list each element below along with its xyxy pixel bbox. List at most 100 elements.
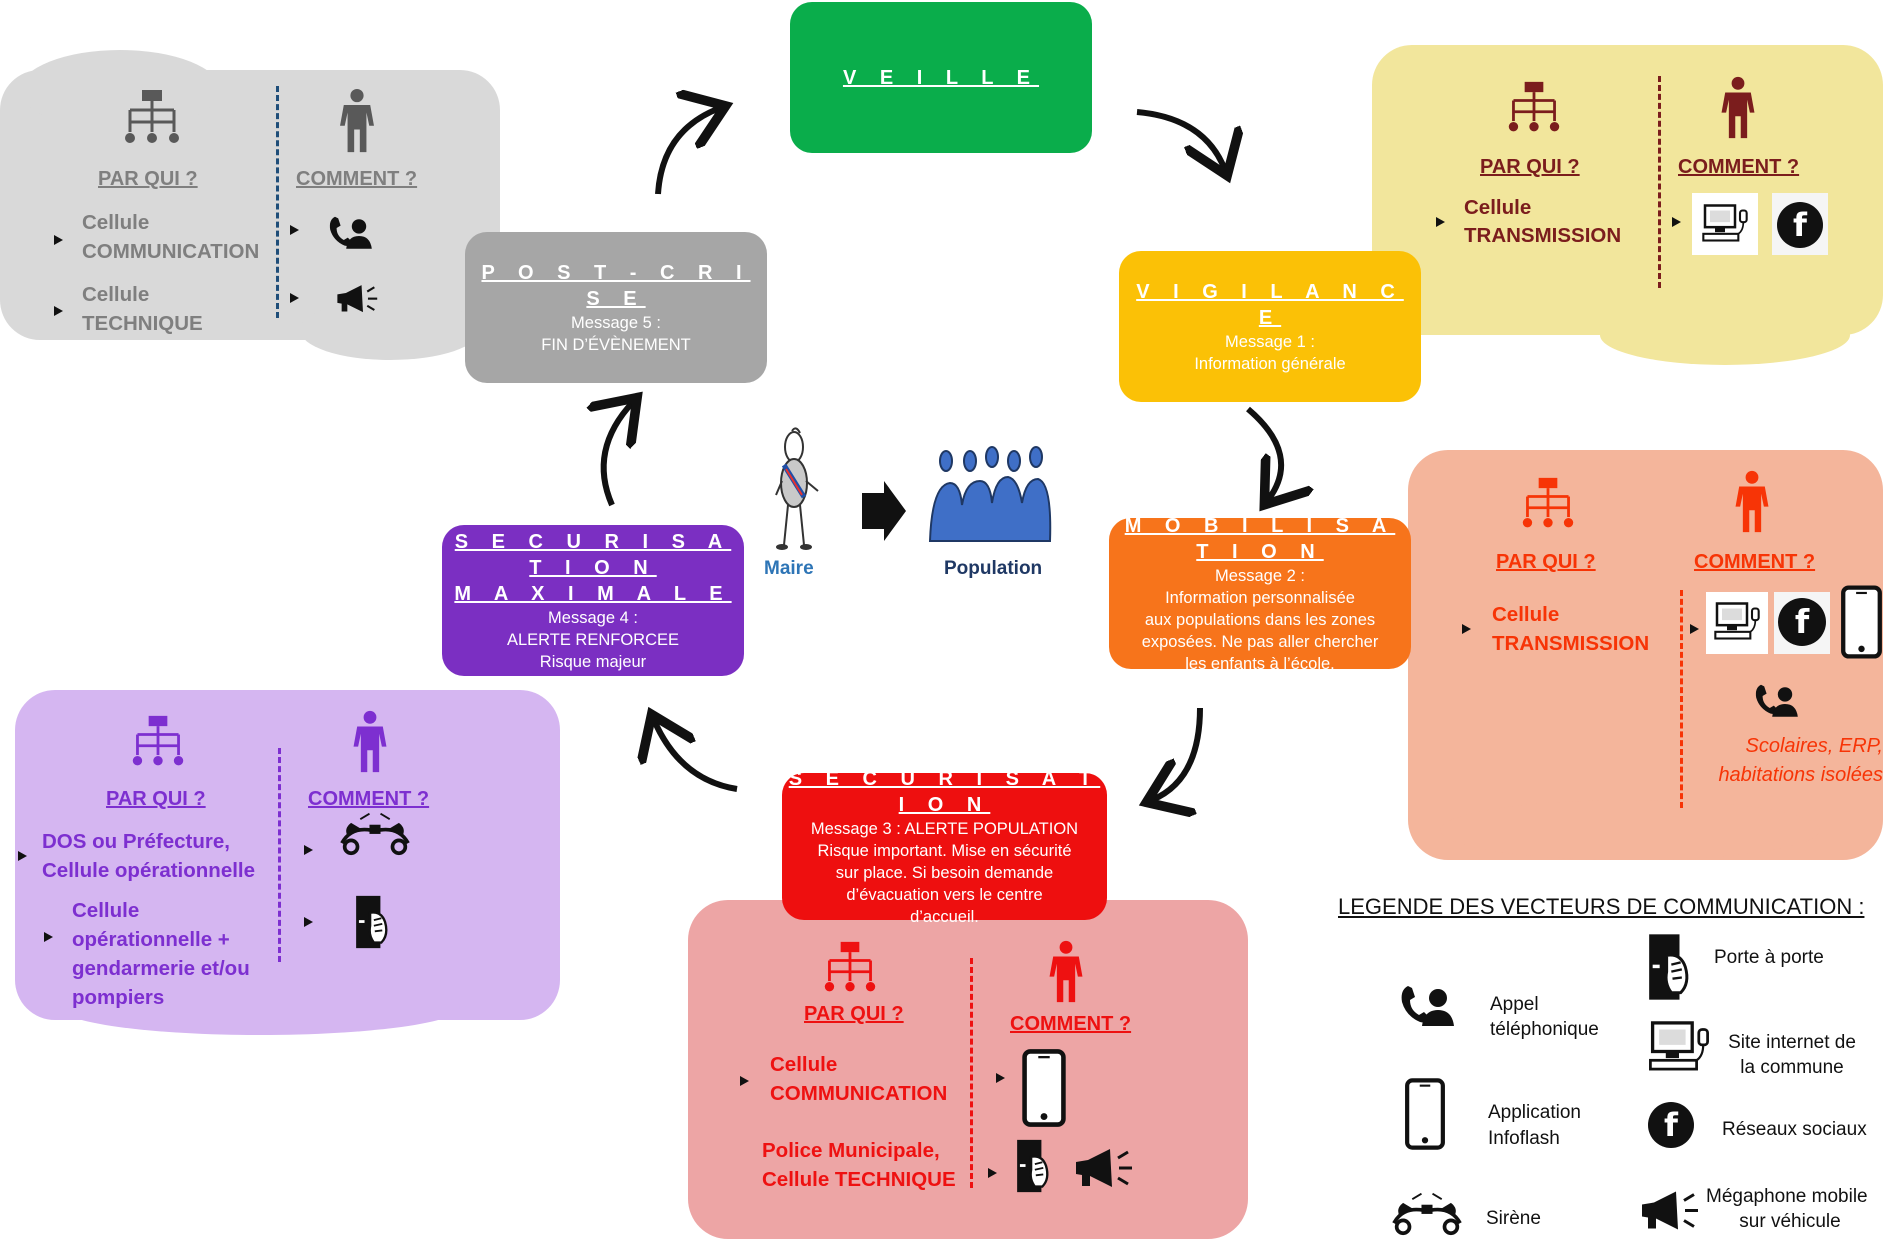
bullet-icon xyxy=(304,917,313,927)
org-chart-icon xyxy=(1506,80,1562,136)
phone-call-icon xyxy=(1752,680,1802,720)
stage-vigilance-title: V I G I L A N C E xyxy=(1136,280,1404,329)
bullet-icon xyxy=(54,306,63,316)
stage-veille-title: V E I L L E xyxy=(842,66,1040,89)
red-who-2-line: Cellule TECHNIQUE xyxy=(762,1168,956,1191)
stage-veille: V E I L L E xyxy=(790,2,1092,153)
purple-who-1-line: Cellule opérationnelle xyxy=(42,859,256,882)
orange-comment-heading: COMMENT ? xyxy=(1694,551,1816,573)
red-who-1-line: Cellule xyxy=(770,1053,838,1076)
bullet-icon xyxy=(18,851,27,861)
population-label: Population xyxy=(944,558,1043,579)
computer-icon-frame xyxy=(1692,193,1758,255)
stage-secmax-line: ALERTE RENFORCEE xyxy=(506,630,680,649)
legend-megaphone-line: Mégaphone mobile xyxy=(1706,1186,1868,1207)
stage-vigilance-line: Message 1 : xyxy=(1225,332,1315,351)
stage-postcrise-line: Message 5 : xyxy=(571,313,661,332)
purple-who-2-line: pompiers xyxy=(72,986,165,1009)
grey-who-1-line: COMMUNICATION xyxy=(82,240,260,263)
maire-figure-icon xyxy=(775,427,819,550)
mobile-phone-icon xyxy=(1404,1074,1446,1154)
yellow-who-1-line: Cellule xyxy=(1464,196,1532,219)
stage-secmax-title: M A X I M A L E xyxy=(454,582,732,605)
stage-secmax-line: Message 4 : xyxy=(548,608,638,627)
stage-securisation-line: Message 3 : ALERTE POPULATION xyxy=(810,819,1079,838)
facebook-icon: f xyxy=(1777,202,1823,248)
red-par-qui-heading: PAR QUI ? xyxy=(804,1003,904,1025)
red-divider xyxy=(970,958,973,1188)
legend-title: LEGENDE DES VECTEURS DE COMMUNICATION : xyxy=(1338,894,1865,919)
orange-who-1-line: Cellule xyxy=(1492,603,1560,626)
stage-securisation-line: sur place. Si besoin demande xyxy=(835,863,1054,882)
mobile-phone-icon xyxy=(1840,582,1883,662)
purple-comment-heading: COMMENT ? xyxy=(308,788,430,810)
orange-divider xyxy=(1680,590,1683,808)
purple-panel-edge xyxy=(60,980,460,1035)
bullet-icon xyxy=(1690,624,1699,634)
stage-mobilisation-title: M O B I L I S A T I O N xyxy=(1124,514,1396,563)
door-knock-icon xyxy=(352,894,392,950)
siren-icon xyxy=(1390,1190,1464,1236)
facebook-icon: f xyxy=(1648,1102,1694,1148)
door-knock-icon xyxy=(1644,932,1694,1002)
purple-who-2-line: opérationnelle + xyxy=(72,928,230,951)
computer-icon xyxy=(1712,600,1762,642)
facebook-icon: f xyxy=(1778,598,1826,646)
org-chart-icon xyxy=(1520,476,1576,532)
legend-porte-line: Porte à porte xyxy=(1714,947,1824,968)
purple-divider xyxy=(278,748,281,962)
yellow-comment-heading: COMMENT ? xyxy=(1678,156,1800,178)
siren-icon xyxy=(338,810,412,856)
person-icon xyxy=(336,88,378,154)
red-who-2-line: Police Municipale, xyxy=(762,1139,940,1162)
yellow-divider xyxy=(1658,76,1661,288)
orange-par-qui-heading: PAR QUI ? xyxy=(1496,551,1596,573)
orange-who-1-line: TRANSMISSION xyxy=(1492,632,1650,655)
org-chart-icon xyxy=(130,714,186,770)
red-panel-background xyxy=(688,900,1248,1239)
purple-panel-background xyxy=(15,690,560,1020)
legend-app-line: Infoflash xyxy=(1488,1128,1560,1149)
bullet-icon xyxy=(740,1076,749,1086)
bullet-icon xyxy=(54,235,63,245)
stage-securisation-line: Risque important. Mise en sécurité xyxy=(817,841,1072,860)
org-chart-icon xyxy=(822,940,878,996)
purple-who-2-line: gendarmerie et/ou xyxy=(72,957,250,980)
legend-megaphone-line: sur véhicule xyxy=(1739,1211,1841,1232)
arrow-vigilance-to-mobilisation xyxy=(1246,406,1281,500)
stage-securisation-line: d’évacuation vers le centre xyxy=(846,885,1043,904)
purple-par-qui-heading: PAR QUI ? xyxy=(106,788,206,810)
legend-appel-line: téléphonique xyxy=(1490,1019,1599,1040)
legend-appel-line: Appel xyxy=(1490,994,1539,1015)
stage-mobilisation-line: Information personnalisée xyxy=(1165,588,1355,607)
bullet-icon xyxy=(44,932,53,942)
mobile-phone-icon xyxy=(1020,1048,1068,1128)
maire-to-population-arrow xyxy=(862,481,906,541)
population-group-icon xyxy=(928,446,1052,542)
stage-securisation-line: d’accueil. xyxy=(910,907,979,926)
phone-call-icon xyxy=(326,212,376,252)
yellow-panel-background xyxy=(1372,45,1883,335)
legend-sirene-line: Sirène xyxy=(1486,1208,1541,1229)
megaphone-icon xyxy=(333,283,383,315)
purple-who-1-line: DOS ou Préfecture, xyxy=(42,830,230,853)
grey-panel-edge xyxy=(20,50,220,130)
stage-mobilisation-line: Message 2 : xyxy=(1215,566,1305,585)
stage-postcrise-line: FIN D’ÉVÈNEMENT xyxy=(541,335,691,354)
red-who-1-line: COMMUNICATION xyxy=(770,1082,948,1105)
legend-social-line: Réseaux sociaux xyxy=(1722,1119,1867,1140)
door-knock-icon xyxy=(1012,1138,1054,1194)
legend-site-line: la commune xyxy=(1740,1057,1844,1078)
bullet-icon xyxy=(304,845,313,855)
grey-panel-edge xyxy=(300,300,480,360)
orange-panel-edge xyxy=(1440,800,1820,860)
stage-securisation-title: S E C U R I S A T I O N xyxy=(788,767,1101,816)
grey-divider xyxy=(276,86,279,318)
stage-securisation: S E C U R I S A T I O N Message 3 : ALER… xyxy=(782,768,1107,926)
grey-comment-heading: COMMENT ? xyxy=(296,168,418,190)
orange-note-line: habitations isolées xyxy=(1718,764,1883,786)
bullet-icon xyxy=(1672,217,1681,227)
orange-note-line: Scolaires, ERP, xyxy=(1745,735,1883,757)
phone-call-icon xyxy=(1398,980,1458,1030)
